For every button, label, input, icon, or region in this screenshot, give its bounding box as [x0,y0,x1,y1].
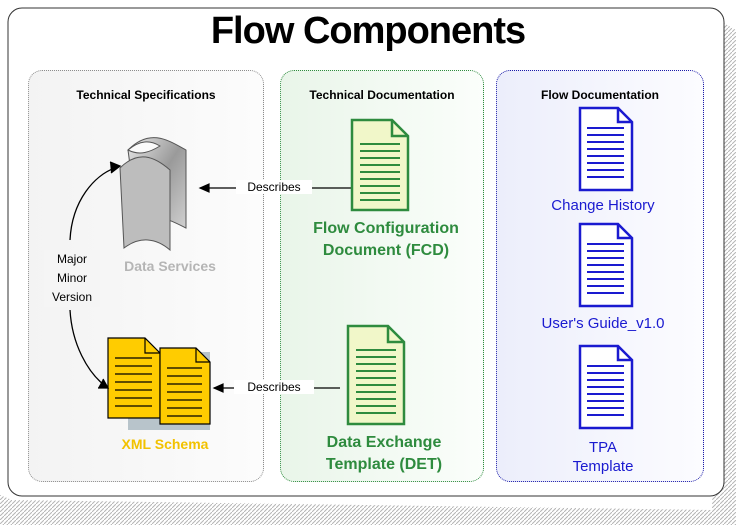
panel-title-technical-specifications: Technical Specifications [76,88,216,102]
tpa-template-label-line2: Template [572,458,634,475]
version-connector [69,161,122,389]
xml-schema-icon [107,337,211,430]
det-document-icon [346,324,406,426]
tpa-template-label: TPA Template [500,438,706,476]
change-history-label: Change History [551,197,655,214]
fcd-document-icon [350,118,410,212]
data-services-label: Data Services [124,258,216,274]
tpa-template-document-icon [578,344,634,430]
data-services-icon [119,137,187,252]
describes-label-top: Describes [236,180,312,194]
describes-label-bottom: Describes [234,380,314,394]
version-label-version: Version [51,290,93,304]
det-label-line1: Data Exchange [326,434,442,451]
fcd-label: Flow Configuration Document (FCD) [288,218,484,262]
users-guide-label: User's Guide_v1.0 [541,315,665,332]
det-label-line2: Template (DET) [325,456,443,473]
panel-title-technical-documentation: Technical Documentation [309,88,455,102]
det-label: Data Exchange Template (DET) [286,432,482,476]
fcd-label-line2: Document (FCD) [322,242,450,259]
change-history-document-icon [578,106,634,192]
panel-title-flow-documentation: Flow Documentation [541,88,659,102]
version-label: Major Minor Version [44,250,100,307]
version-label-minor: Minor [56,271,87,285]
fcd-label-line1: Flow Configuration [313,220,459,237]
users-guide-document-icon [578,222,634,308]
version-label-major: Major [56,252,87,266]
xml-schema-label: XML Schema [121,436,209,452]
tpa-template-label-line1: TPA [588,439,618,456]
page-title: Flow Components [210,10,526,52]
